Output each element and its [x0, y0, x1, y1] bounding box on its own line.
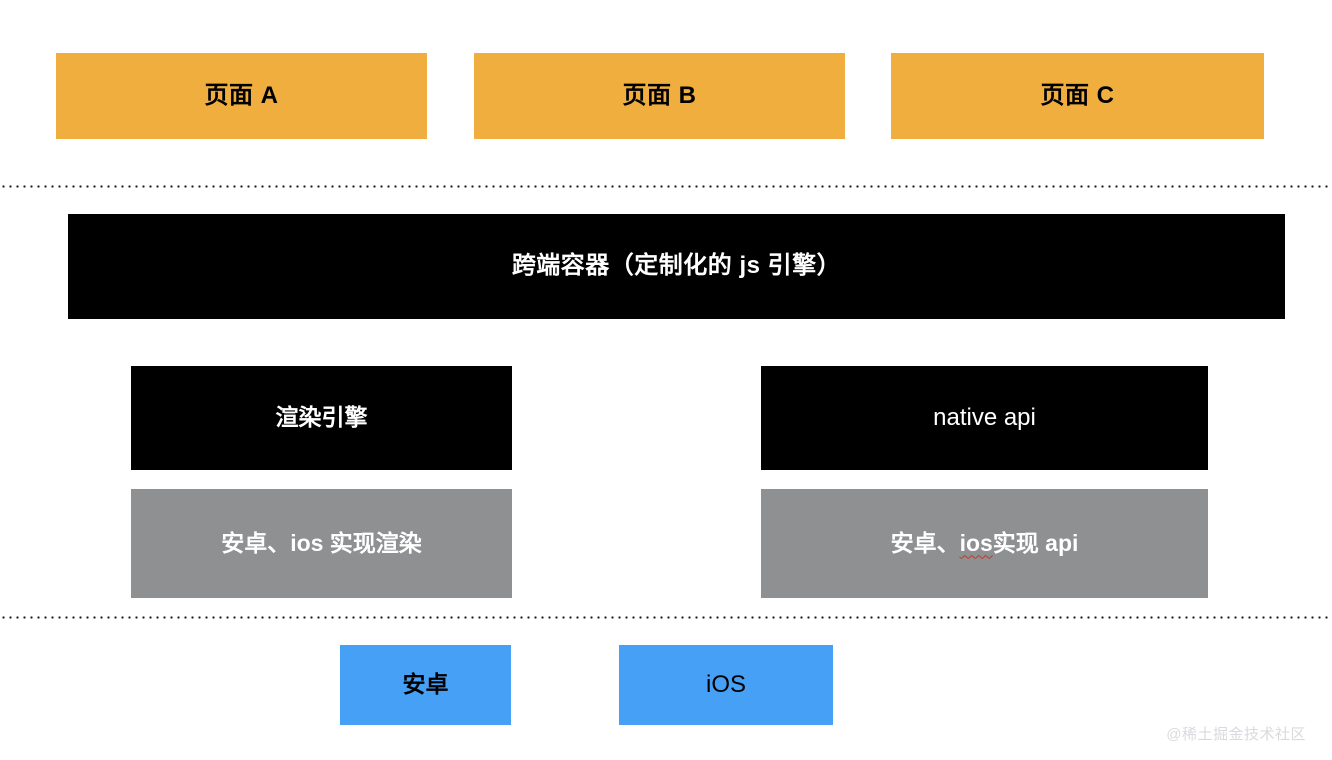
platform-box-ios: iOS [619, 645, 833, 725]
native-api-box: native api [761, 366, 1208, 470]
implementation-api-box: 安卓、ios 实现 api [761, 489, 1208, 598]
implementation-api-label-suffix: 实现 api [992, 529, 1079, 556]
dotted-separator-bottom [0, 616, 1332, 619]
render-engine-box: 渲染引擎 [131, 366, 512, 470]
implementation-api-label-misspelled: ios [959, 529, 993, 556]
page-box-b: 页面 B [474, 53, 845, 139]
platform-box-android: 安卓 [340, 645, 511, 725]
page-box-c: 页面 C [891, 53, 1264, 139]
watermark: @稀土掘金技术社区 [1166, 726, 1306, 743]
implementation-render-box: 安卓、ios 实现渲染 [131, 489, 512, 598]
dotted-separator-top [0, 185, 1332, 188]
cross-platform-container-box: 跨端容器（定制化的 js 引擎） [68, 214, 1285, 319]
page-box-a: 页面 A [56, 53, 427, 139]
implementation-api-label-prefix: 安卓、 [890, 529, 960, 556]
